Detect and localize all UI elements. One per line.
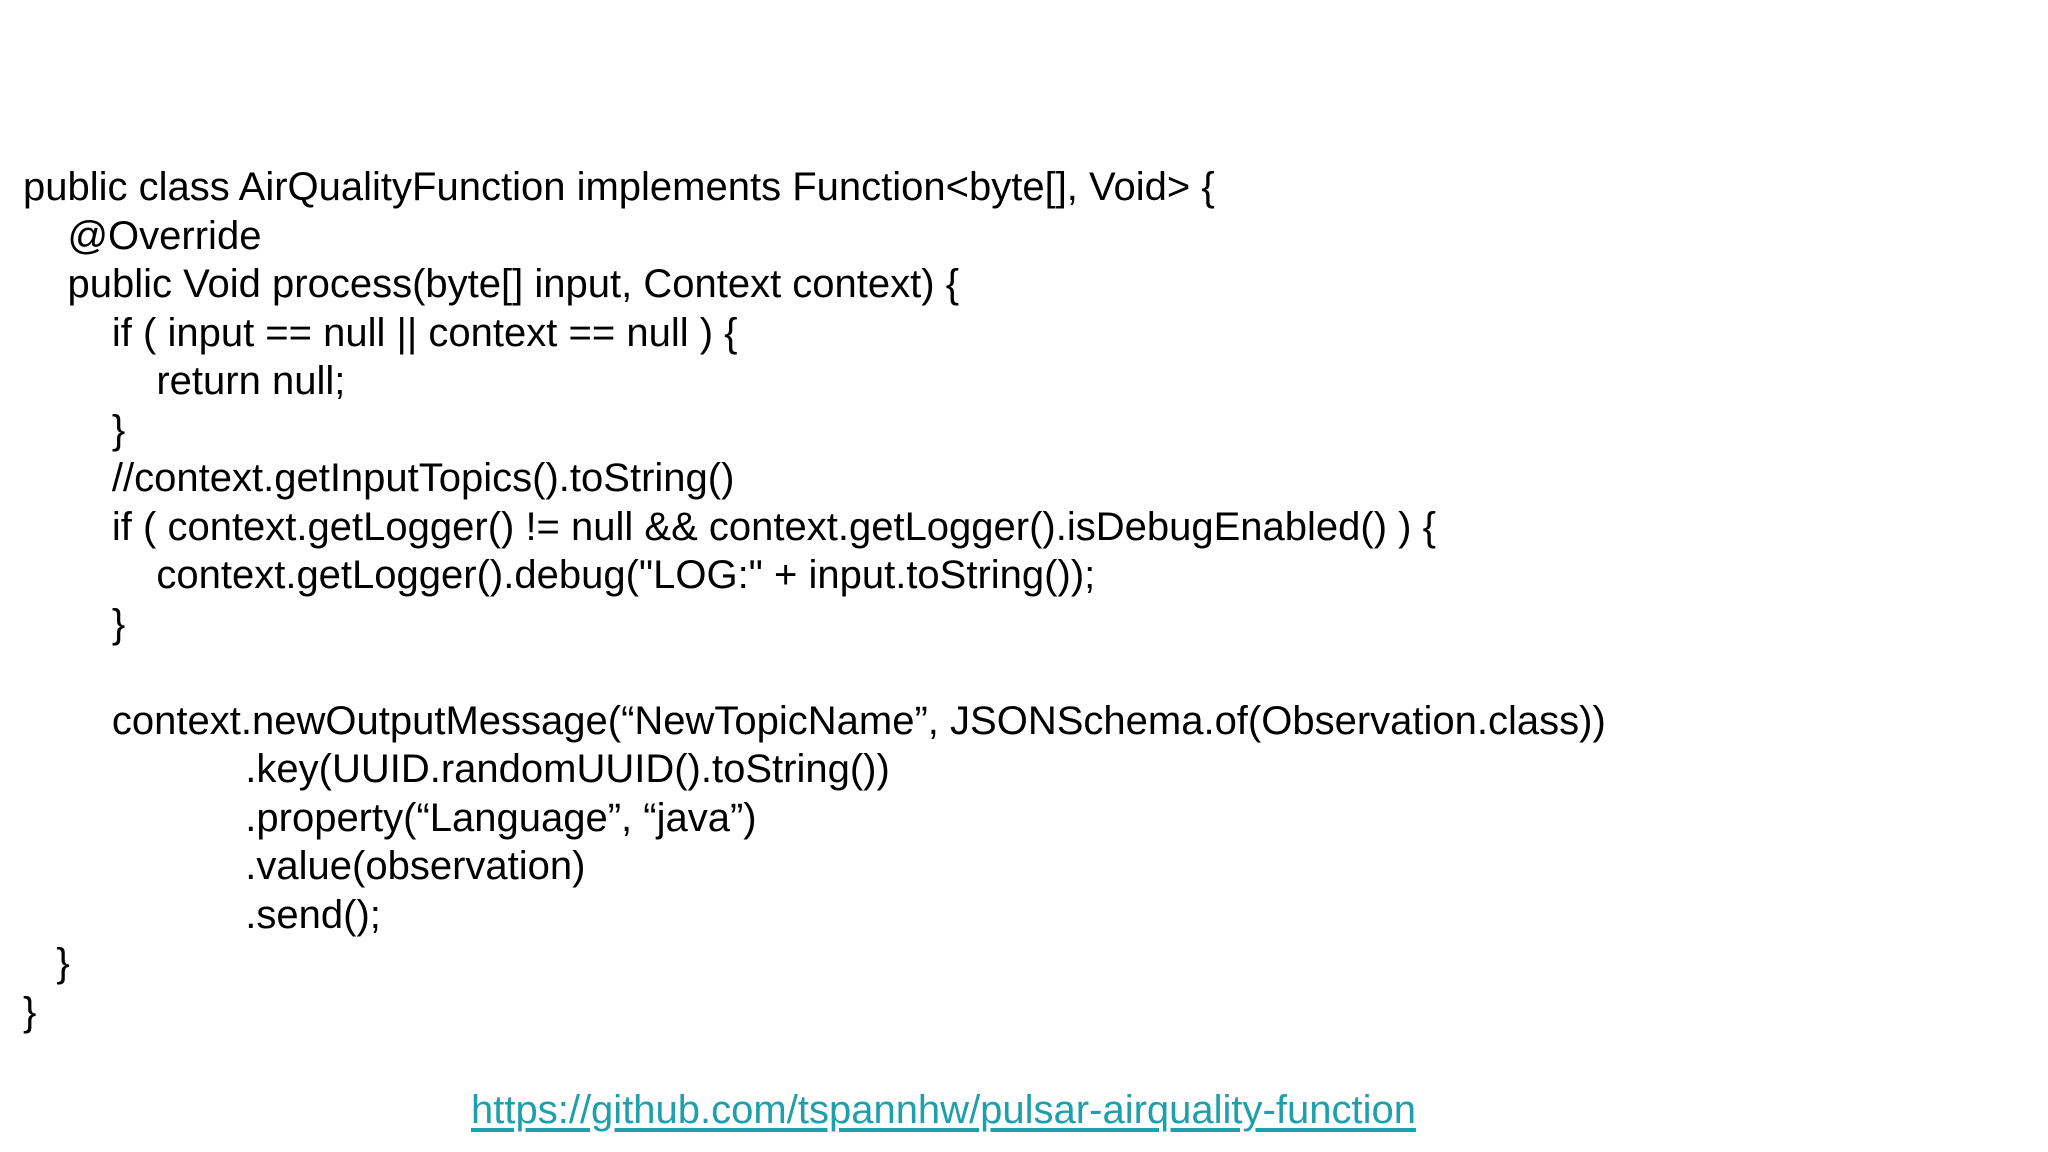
github-repo-link[interactable]: https://github.com/tspannhw/pulsar-airqu… (471, 1088, 1416, 1132)
java-code-block: public class AirQualityFunction implemen… (23, 165, 1606, 1034)
